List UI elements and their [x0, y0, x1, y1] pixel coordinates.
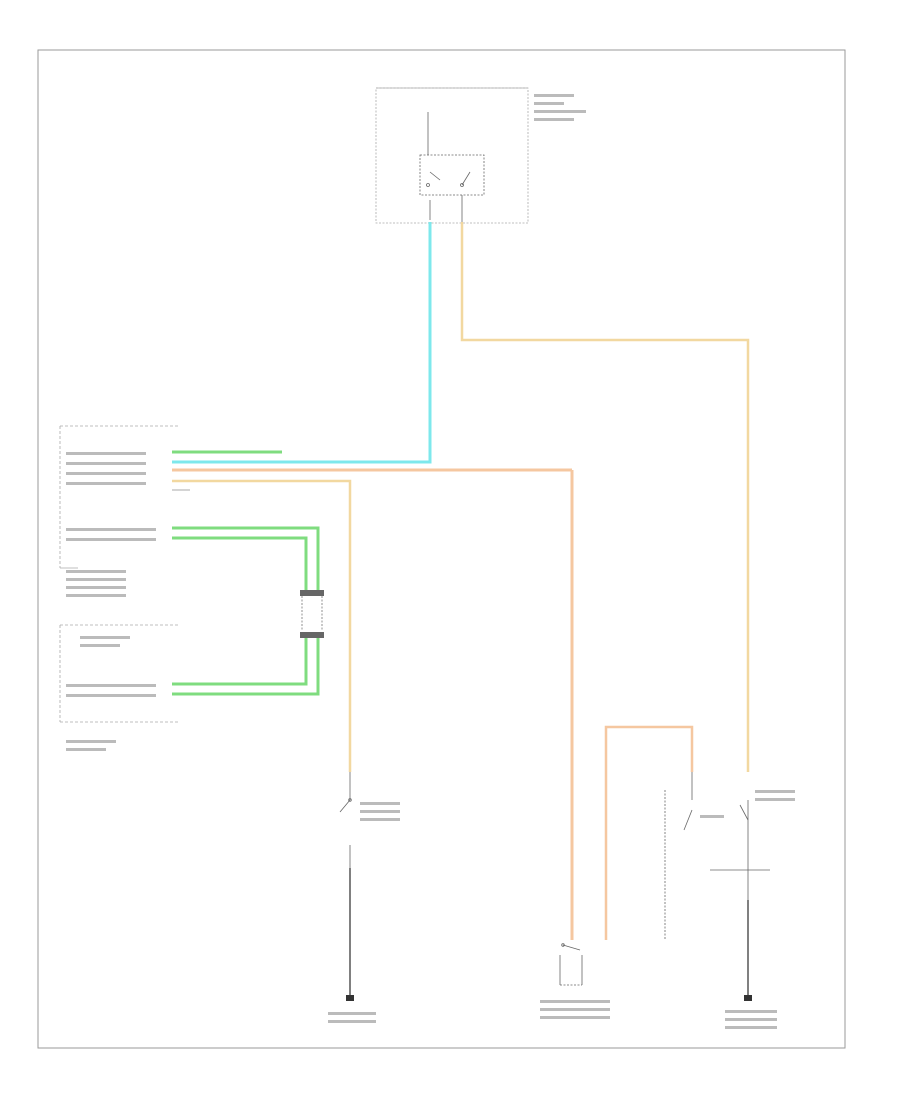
top-relay [419, 112, 485, 222]
wire-green-data-4 [172, 638, 320, 696]
wire-orange-upper-right [604, 725, 694, 940]
ground-right [744, 995, 752, 1001]
diagram-frame [37, 49, 846, 1049]
left-door-switch [339, 772, 352, 868]
wire-green-data-1 [172, 526, 320, 590]
top-module-box [375, 87, 529, 224]
data-splice [300, 590, 324, 638]
wire-tan-left [172, 479, 352, 772]
ground-left [346, 995, 354, 1001]
right-switches [664, 772, 770, 940]
center-switch [559, 943, 583, 986]
wire-green-data-2 [172, 536, 308, 590]
wire-light-blue [172, 222, 432, 464]
wire-green-data-3 [172, 638, 308, 686]
wire-tan-right [460, 222, 750, 772]
illegible-labels [66, 94, 795, 1029]
